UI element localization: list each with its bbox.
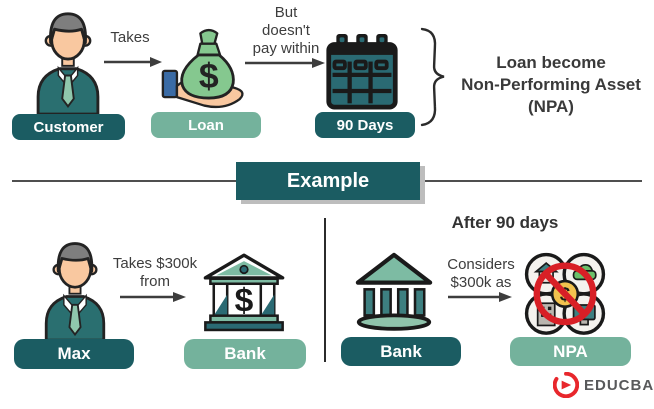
bank-dollar-glyph: $ <box>235 282 254 319</box>
max-badge-label: Max <box>57 344 91 363</box>
customer-person-icon <box>36 12 100 116</box>
result-line-1: Loan become <box>496 53 606 72</box>
npa-result-text: Loan become Non-Performing Asset (NPA) <box>448 52 654 118</box>
bank-right-badge-label: Bank <box>380 341 422 361</box>
bank-columns-icon <box>355 252 433 331</box>
takes-300k-arrow-icon <box>120 292 186 302</box>
considers-arrow-icon <box>448 292 512 302</box>
result-line-3: (NPA) <box>528 97 574 116</box>
bank-right-badge: Bank <box>341 337 461 366</box>
educba-logo-text: EDUCBA <box>584 376 654 394</box>
days-badge: 90 Days <box>315 112 415 138</box>
brace-icon <box>420 27 445 127</box>
section-divider <box>324 218 326 362</box>
no-pay-line-2: doesn't <box>262 22 310 39</box>
bank-dollar-icon: $ <box>203 253 285 332</box>
takes-300k-line-1: Takes $300k <box>112 255 198 272</box>
npa-badge-label: NPA <box>553 341 588 361</box>
considers-line-1: Considers <box>447 256 515 273</box>
educba-e-icon <box>553 372 579 398</box>
max-badge: Max <box>14 339 134 369</box>
loan-money-bag-icon: $ <box>161 28 244 109</box>
bank-left-badge-label: Bank <box>224 344 266 363</box>
loan-badge: Loan <box>151 112 261 138</box>
takes-arrow-icon <box>104 57 162 67</box>
example-title: Example <box>286 169 370 192</box>
customer-badge-label: Customer <box>33 118 104 136</box>
example-header-box: Example <box>236 162 420 200</box>
no-pay-line-1: But <box>274 4 298 21</box>
loan-badge-label: Loan <box>188 116 224 134</box>
max-person-icon <box>44 242 106 342</box>
takes-caption: Takes <box>110 29 150 46</box>
considers-line-2: $300k as <box>450 274 512 291</box>
considers-caption: Considers $300k as <box>438 256 524 292</box>
npa-badge: NPA <box>510 337 631 366</box>
takes-300k-caption: Takes $300k from <box>104 255 206 291</box>
after-90-days-header: After 90 days <box>451 213 559 232</box>
no-pay-caption: But doesn't pay within <box>243 4 329 58</box>
no-pay-arrow-icon <box>245 58 325 68</box>
prohibition-glyph <box>533 262 597 326</box>
result-line-2: Non-Performing Asset <box>461 75 641 94</box>
days-badge-label: 90 Days <box>336 116 394 134</box>
takes-300k-line-2: from <box>140 273 170 290</box>
npa-crossed-assets-icon: $ <box>524 252 606 335</box>
loan-dollar-glyph: $ <box>199 56 219 96</box>
customer-badge: Customer <box>12 114 125 140</box>
educba-logo: EDUCBA <box>553 372 654 398</box>
bank-left-badge: Bank <box>184 339 306 369</box>
no-pay-line-3: pay within <box>252 40 320 57</box>
calendar-icon <box>326 34 398 110</box>
